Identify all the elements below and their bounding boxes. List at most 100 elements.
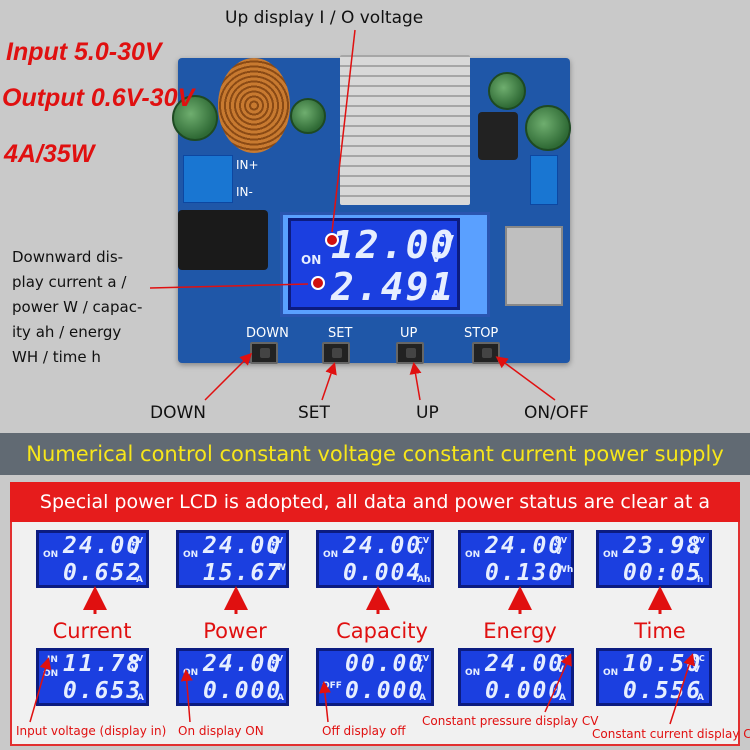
lcd-top-unit: V [417,547,424,557]
main-lcd-current-unit: A [431,289,442,304]
lcd-bottom-value: 00:05 [623,560,703,586]
lcd-status: ON [603,550,619,560]
capacitor-right-a [488,72,526,110]
lcd-status: ON [603,668,619,678]
spec-current: 4A/35W [4,140,95,168]
lcd-top-unit: V [271,547,278,557]
up-button[interactable] [396,342,424,364]
lcd-time-mode: ON 23.98 CV V 00:05 h [596,530,712,588]
arrow-up [409,362,422,401]
main-lcd-voltage-unit: V [431,251,442,266]
lcd-cv: CV [131,536,144,545]
lcd-bottom-value: 15.67 [203,560,283,586]
lcd-cv: CV [417,536,430,545]
lcd-constant-current: ON 10.50 CC V 0.556 A [596,648,712,706]
output-terminal [530,155,558,205]
lcd-bottom-unit: h [697,575,704,585]
lcd-cv: CV [417,654,430,663]
left-annotation-line: power W / capac- [12,298,143,316]
lcd-bottom-unit: A [137,693,144,703]
caption-constant-voltage: Constant pressure display CV [422,714,599,728]
lcd-current-mode: ON 24.00 CV V 0.652 A [36,530,149,588]
set-button[interactable] [322,342,350,364]
capacitor-mid [290,98,326,134]
lcd-input-voltage: IN ON 11.78 CV V 0.653 A [36,648,149,706]
label-energy: Energy [483,619,557,643]
pcb-label-down: DOWN [246,326,289,341]
label-current: Current [52,619,132,643]
lcd-bottom-unit: W [276,563,286,573]
lcd-status: ON [465,668,481,678]
lcd-energy-mode: ON 24.00 CV V 0.130 Wh [458,530,574,588]
lcd-bottom-value: 0.000 [485,678,565,704]
lcd-top-unit: V [131,547,138,557]
dc-jack [178,210,268,270]
input-terminal [183,155,233,203]
lcd-bottom-value: 0.652 [63,560,143,586]
arrow-on-off [495,356,556,401]
coil-right [478,112,518,160]
caption-input-voltage: Input voltage (display in) [16,724,167,738]
left-annotation-line: play current a / [12,273,127,291]
pcb-label-in-minus: IN- [236,185,253,199]
lcd-cc: CC [693,654,705,663]
marker-dot-top [325,233,339,247]
pcb-label-set: SET [328,326,353,341]
lcd-status: ON [183,668,199,678]
lcd-bottom-unit: Wh [557,565,574,575]
lcd-bottom-unit: Ah [417,575,431,585]
inductor-coil [218,58,290,153]
caption-up: UP [416,403,439,423]
lcd-bottom-value: 0.130 [485,560,565,586]
lcd-bottom-value: 0.004 [343,560,423,586]
lcd-top-value: 10.50 [623,651,703,677]
lcd-off-display: OFF 00.00 CV V 0.000 A [316,648,434,706]
lcd-constant-voltage: ON 24.00 CV V 0.000 A [458,648,574,706]
lcd-top-value: 24.00 [343,533,423,559]
lcd-top-unit: V [693,547,700,557]
lcd-on-display: ON 24.00 CV V 0.000 A [176,648,289,706]
down-button[interactable] [250,342,278,364]
arrow-set [321,362,337,401]
lcd-cv: CV [271,654,284,663]
lcd-top-unit: V [557,665,564,675]
lcd-top-unit: V [693,665,700,675]
lcd-power-mode: ON 24.00 CV V 15.67 W [176,530,289,588]
capacitor-right-b [525,105,571,151]
lcd-status: ON [43,550,59,560]
spec-output: Output 0.6V-30V [2,84,195,112]
lcd-cv: CV [559,654,572,663]
main-lcd-current: 2.491 [331,265,456,309]
lcd-top-value: 24.00 [485,533,565,559]
lcd-status: ON [183,550,199,560]
lcd-top-unit: V [555,547,562,557]
lcd-top-unit: V [131,665,138,675]
lcd-bottom-unit: A [277,693,284,703]
left-annotation-line: Downward dis- [12,248,124,266]
lcd-top-value: 00.00 [345,651,425,677]
pcb-label-in-plus: IN+ [236,158,259,172]
pcb-label-stop: STOP [464,326,499,341]
lcd-top-value: 11.78 [63,651,143,677]
lcd-in-tag: IN [47,655,58,665]
left-annotation-line: WH / time h [12,348,101,366]
lcd-status: OFF [322,681,342,691]
lcd-cv: CV [131,654,144,663]
main-lcd: ON 12.00 CV V 2.491 A [288,218,460,310]
lcd-bottom-unit: A [419,693,426,703]
lcd-top-value: 24.00 [203,651,283,677]
heatsink [340,55,470,205]
title-bar-text: Numerical control constant voltage const… [26,442,724,466]
product-photo: IN+ IN- ON 12.00 CV V 2.491 A DOWN SET U… [2,8,589,423]
main-lcd-cv: CV [436,233,455,247]
lcd-bottom-value: 0.000 [203,678,283,704]
lcd-cv: CV [555,536,568,545]
lcd-bottom-value: 0.556 [623,678,703,704]
on-off-button[interactable] [472,342,500,364]
marker-dot-bottom [311,276,325,290]
lcd-cv: CV [693,536,706,545]
label-capacity: Capacity [336,619,428,643]
top-annotation: Up display I / O voltage [225,8,424,28]
lcd-cv: CV [271,536,284,545]
lcd-bottom-unit: A [697,693,704,703]
